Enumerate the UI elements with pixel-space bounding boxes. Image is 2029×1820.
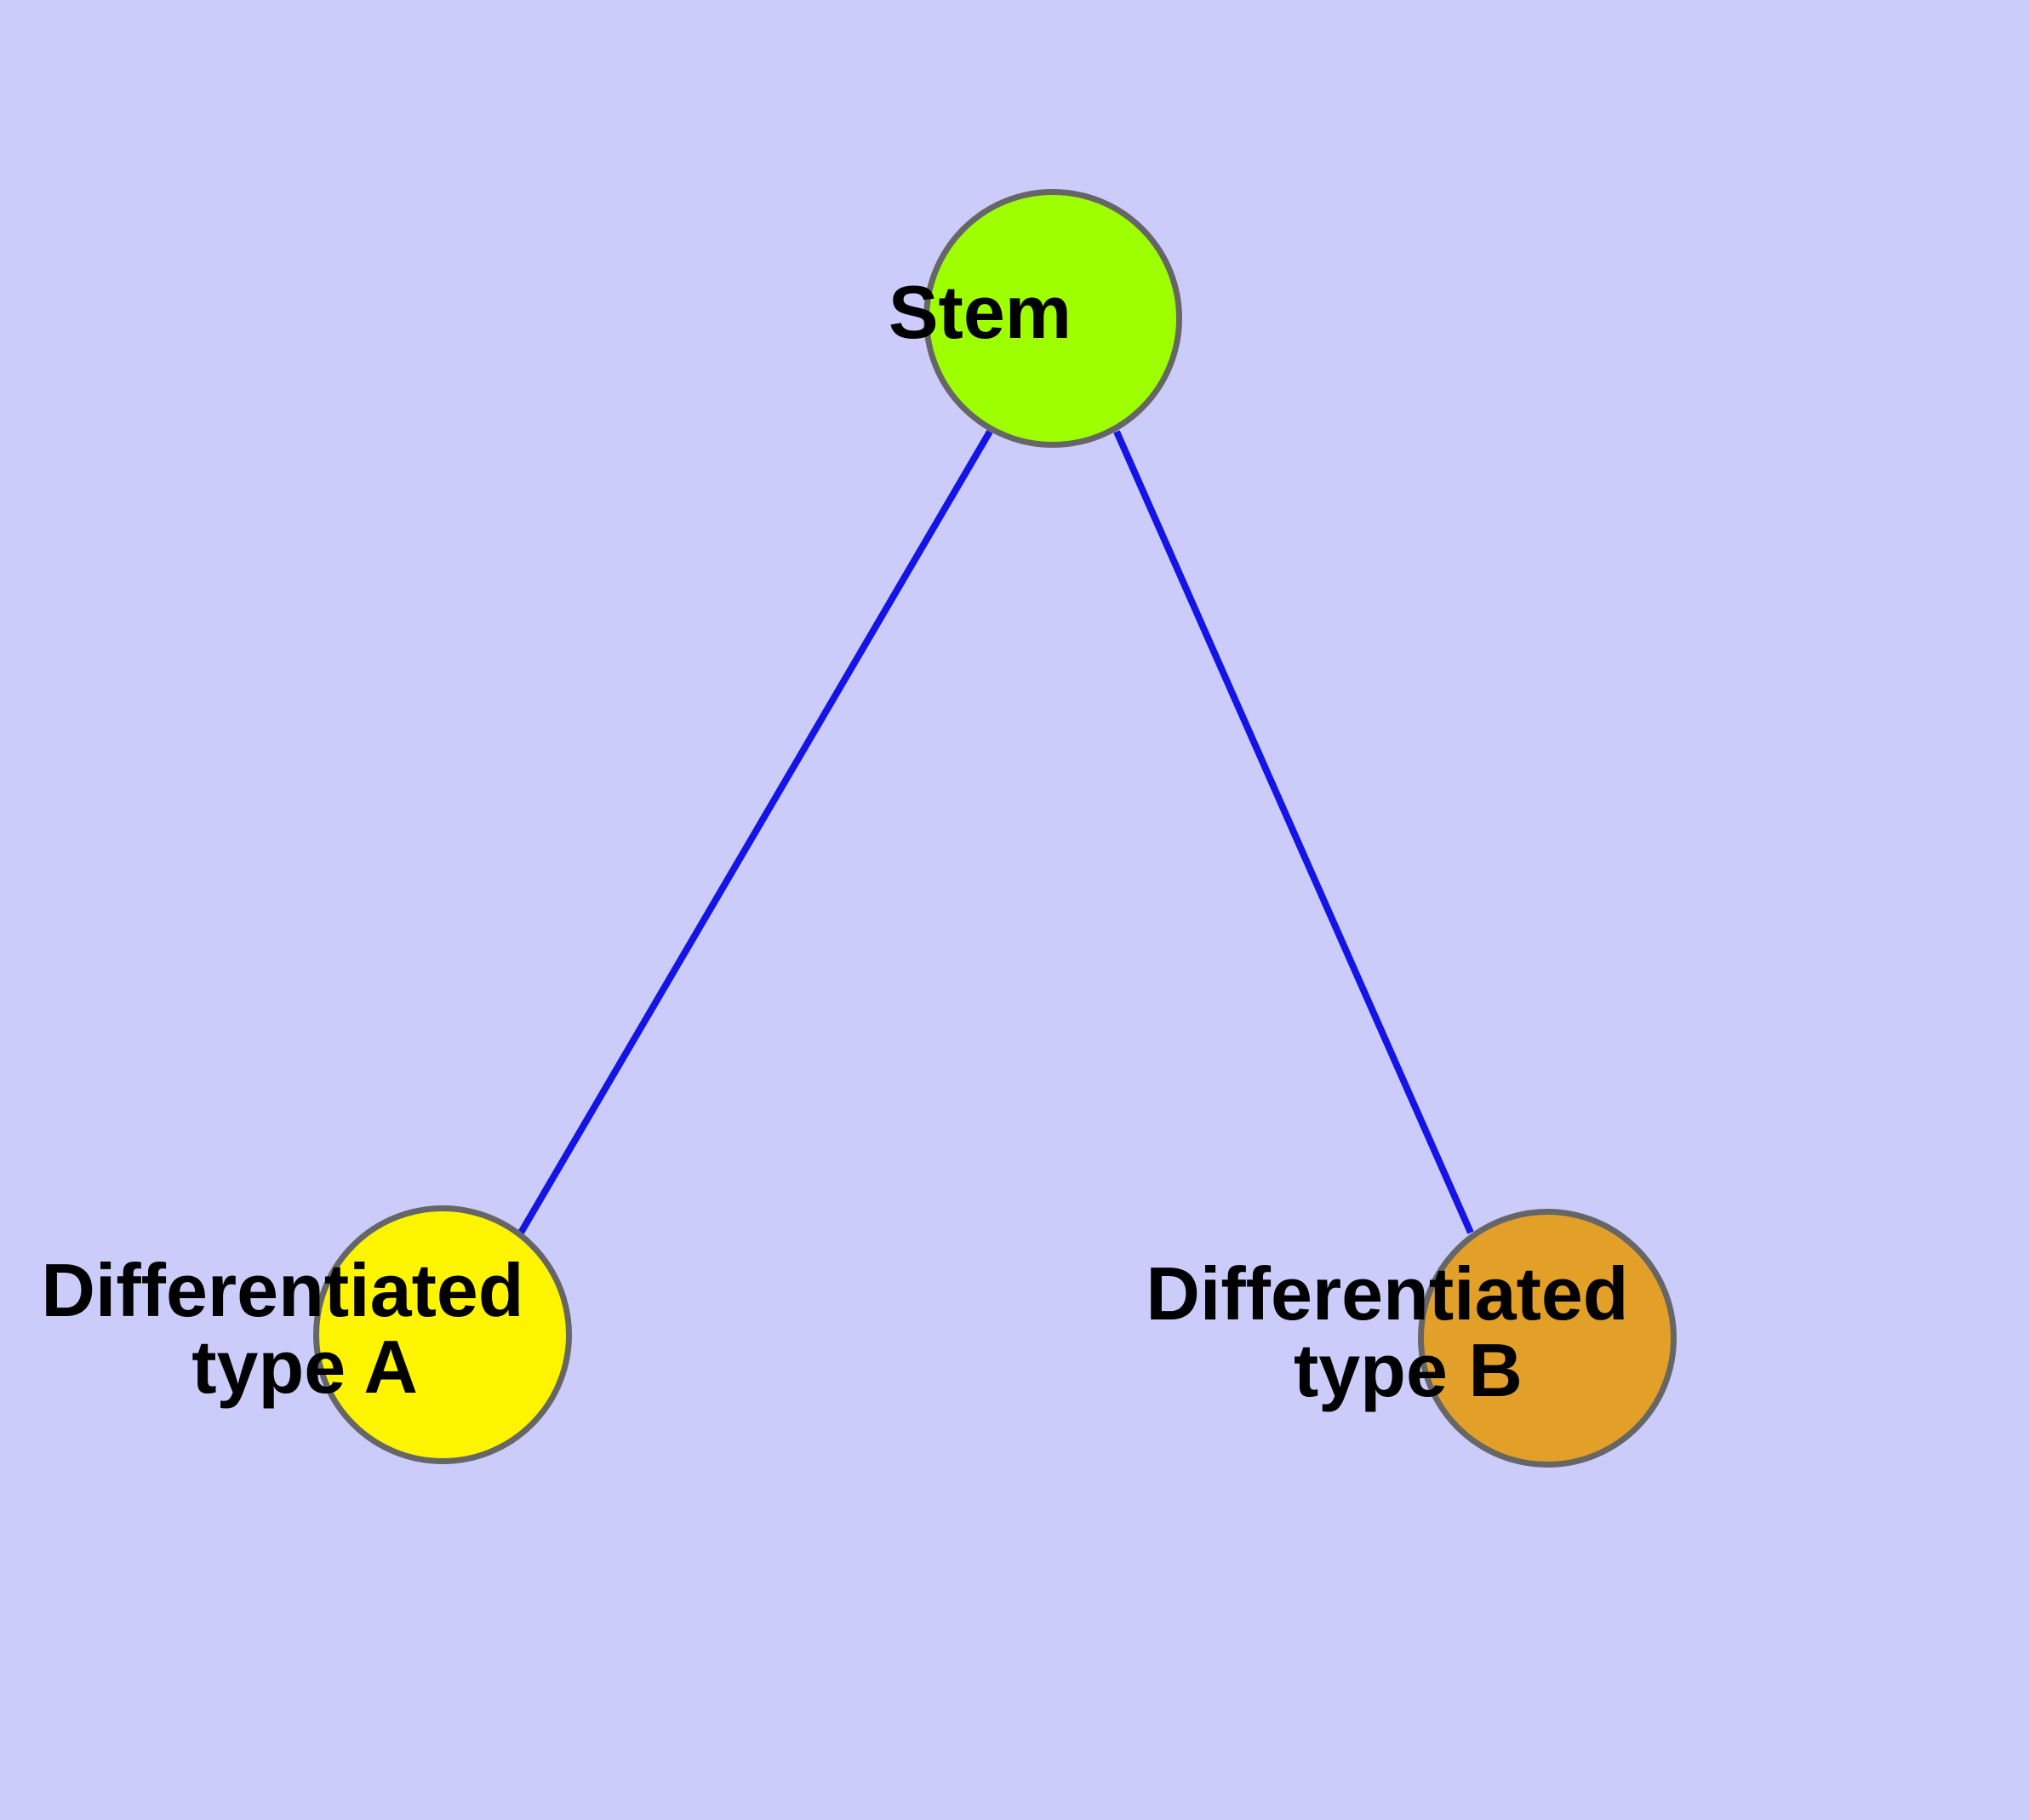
node-layer	[313, 189, 1677, 1468]
node-diff-a-label-line-2: type A	[191, 1325, 416, 1409]
node-diff-a[interactable]	[313, 1205, 572, 1464]
node-diff-b-label-line-2: type B	[1294, 1328, 1523, 1412]
node-stem-label-line-1: Stem	[889, 270, 1072, 354]
node-diff-b-label: Differentiated type B	[1146, 1251, 1815, 1412]
node-diff-a-label: Differentiated type A	[41, 1248, 711, 1409]
node-diff-b-label-line-1: Differentiated	[1146, 1251, 1628, 1336]
edge-stem-to-diff-a[interactable]	[517, 429, 993, 1235]
node-diff-a-label-line-1: Differentiated	[41, 1248, 523, 1332]
edge-layer	[517, 429, 1474, 1235]
label-layer: Stem Differentiated type A Differentiate…	[41, 270, 1815, 1412]
node-stem-label: Stem	[889, 270, 1217, 354]
node-diff-b-circle[interactable]	[1418, 1209, 1677, 1468]
node-diff-b[interactable]	[1418, 1209, 1677, 1468]
edge-stem-to-diff-b[interactable]	[1113, 430, 1474, 1234]
node-stem[interactable]	[923, 189, 1182, 448]
node-diff-a-circle[interactable]	[313, 1205, 572, 1464]
node-stem-circle[interactable]	[923, 189, 1182, 448]
